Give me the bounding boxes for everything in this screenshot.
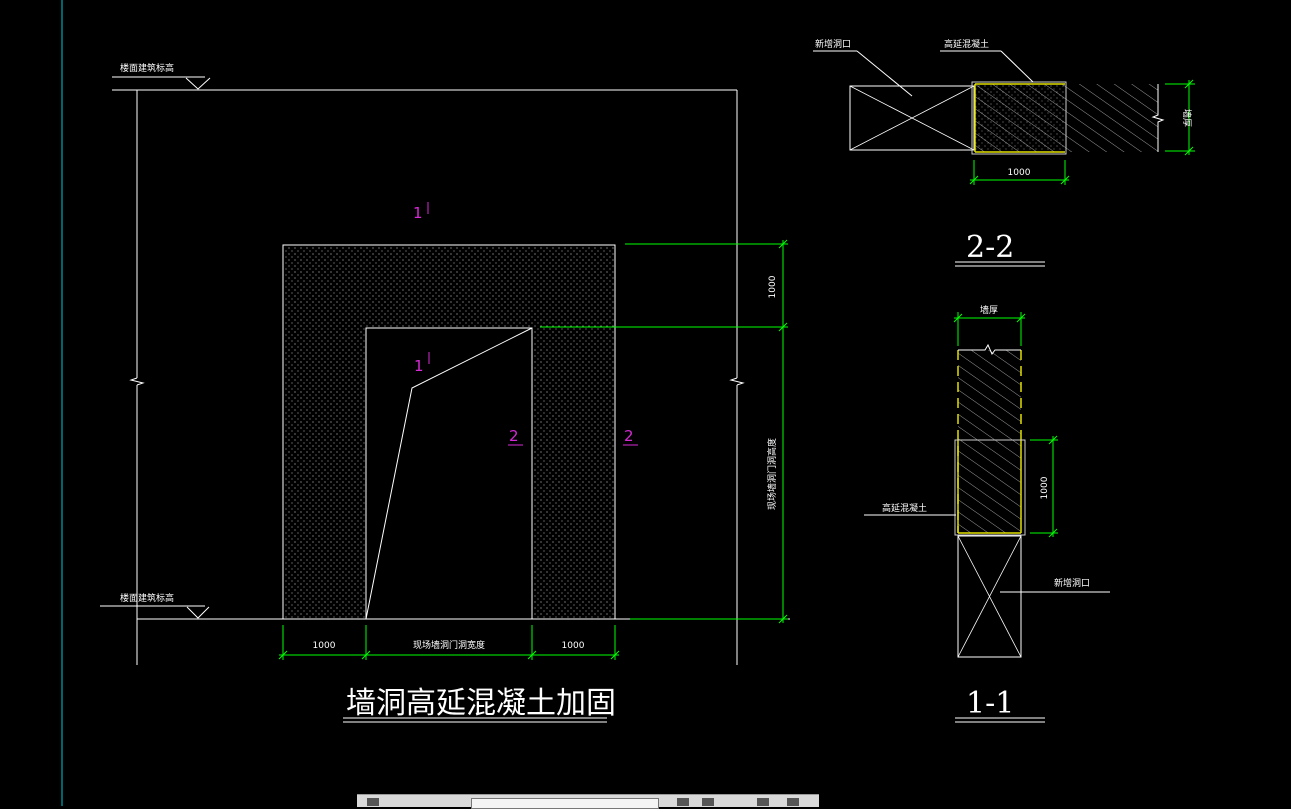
label-new-opening-2-2: 新增洞口 [815, 38, 851, 50]
elevation-title: 墙洞高延混凝土加固 [346, 686, 616, 721]
toolbar-button-icon[interactable] [702, 798, 714, 806]
toolbar-button-icon[interactable] [757, 798, 769, 806]
label-concrete-2-2: 高延混凝土 [944, 38, 989, 50]
section-mark-2-left: 2 [509, 427, 519, 445]
section-mark-1-top: 1 [413, 204, 423, 222]
bottom-dimension [278, 625, 620, 660]
bottom-level-marker: 楼面建筑标高 [100, 592, 210, 619]
dim-right-vertical-label: 现场墙洞门洞高度 [766, 438, 778, 510]
right-dimension [540, 239, 788, 624]
toolbar-button-icon[interactable] [367, 798, 379, 806]
dim-top-1-1: 墙厚 [980, 304, 998, 316]
toolbar-button-icon[interactable] [677, 798, 689, 806]
section-1-1: 墙厚 1000 高延混凝土 新增洞口 1-1 [864, 304, 1110, 723]
concrete-frame [282, 244, 616, 620]
dim-left-label: 1000 [313, 641, 336, 651]
dim-mid-label: 现场墙洞门洞宽度 [413, 639, 485, 651]
door-opening [365, 327, 533, 620]
top-level-marker: 楼面建筑标高 [112, 62, 230, 91]
bottom-level-label: 楼面建筑标高 [120, 592, 174, 604]
label-new-opening-1-1: 新增洞口 [1054, 577, 1090, 589]
section-2-2: 新增洞口 高延混凝土 1000 墙厚 2-2 [813, 38, 1195, 267]
title-1-1: 1-1 [966, 686, 1014, 721]
top-level-label: 楼面建筑标高 [120, 62, 174, 74]
command-input[interactable] [471, 798, 659, 809]
toolbar-button-icon[interactable] [787, 798, 799, 806]
dim-bottom-2-2: 1000 [1008, 168, 1031, 178]
dim-side-1-1: 1000 [1040, 476, 1050, 499]
section-mark-1-inner: 1 [414, 357, 424, 375]
title-2-2: 2-2 [966, 230, 1014, 265]
label-concrete-1-1: 高延混凝土 [882, 502, 927, 514]
command-bar [357, 794, 819, 809]
section-cut-line [365, 327, 533, 620]
dim-side-2-2: 墙厚 [1181, 109, 1193, 127]
elevation-view: 楼面建筑标高 楼面建筑标高 1000 现场墙洞门洞宽度 1000 [100, 62, 790, 723]
section-mark-2-right: 2 [624, 427, 634, 445]
dim-right-label: 1000 [562, 641, 585, 651]
dim-top-right-label: 1000 [768, 275, 778, 298]
